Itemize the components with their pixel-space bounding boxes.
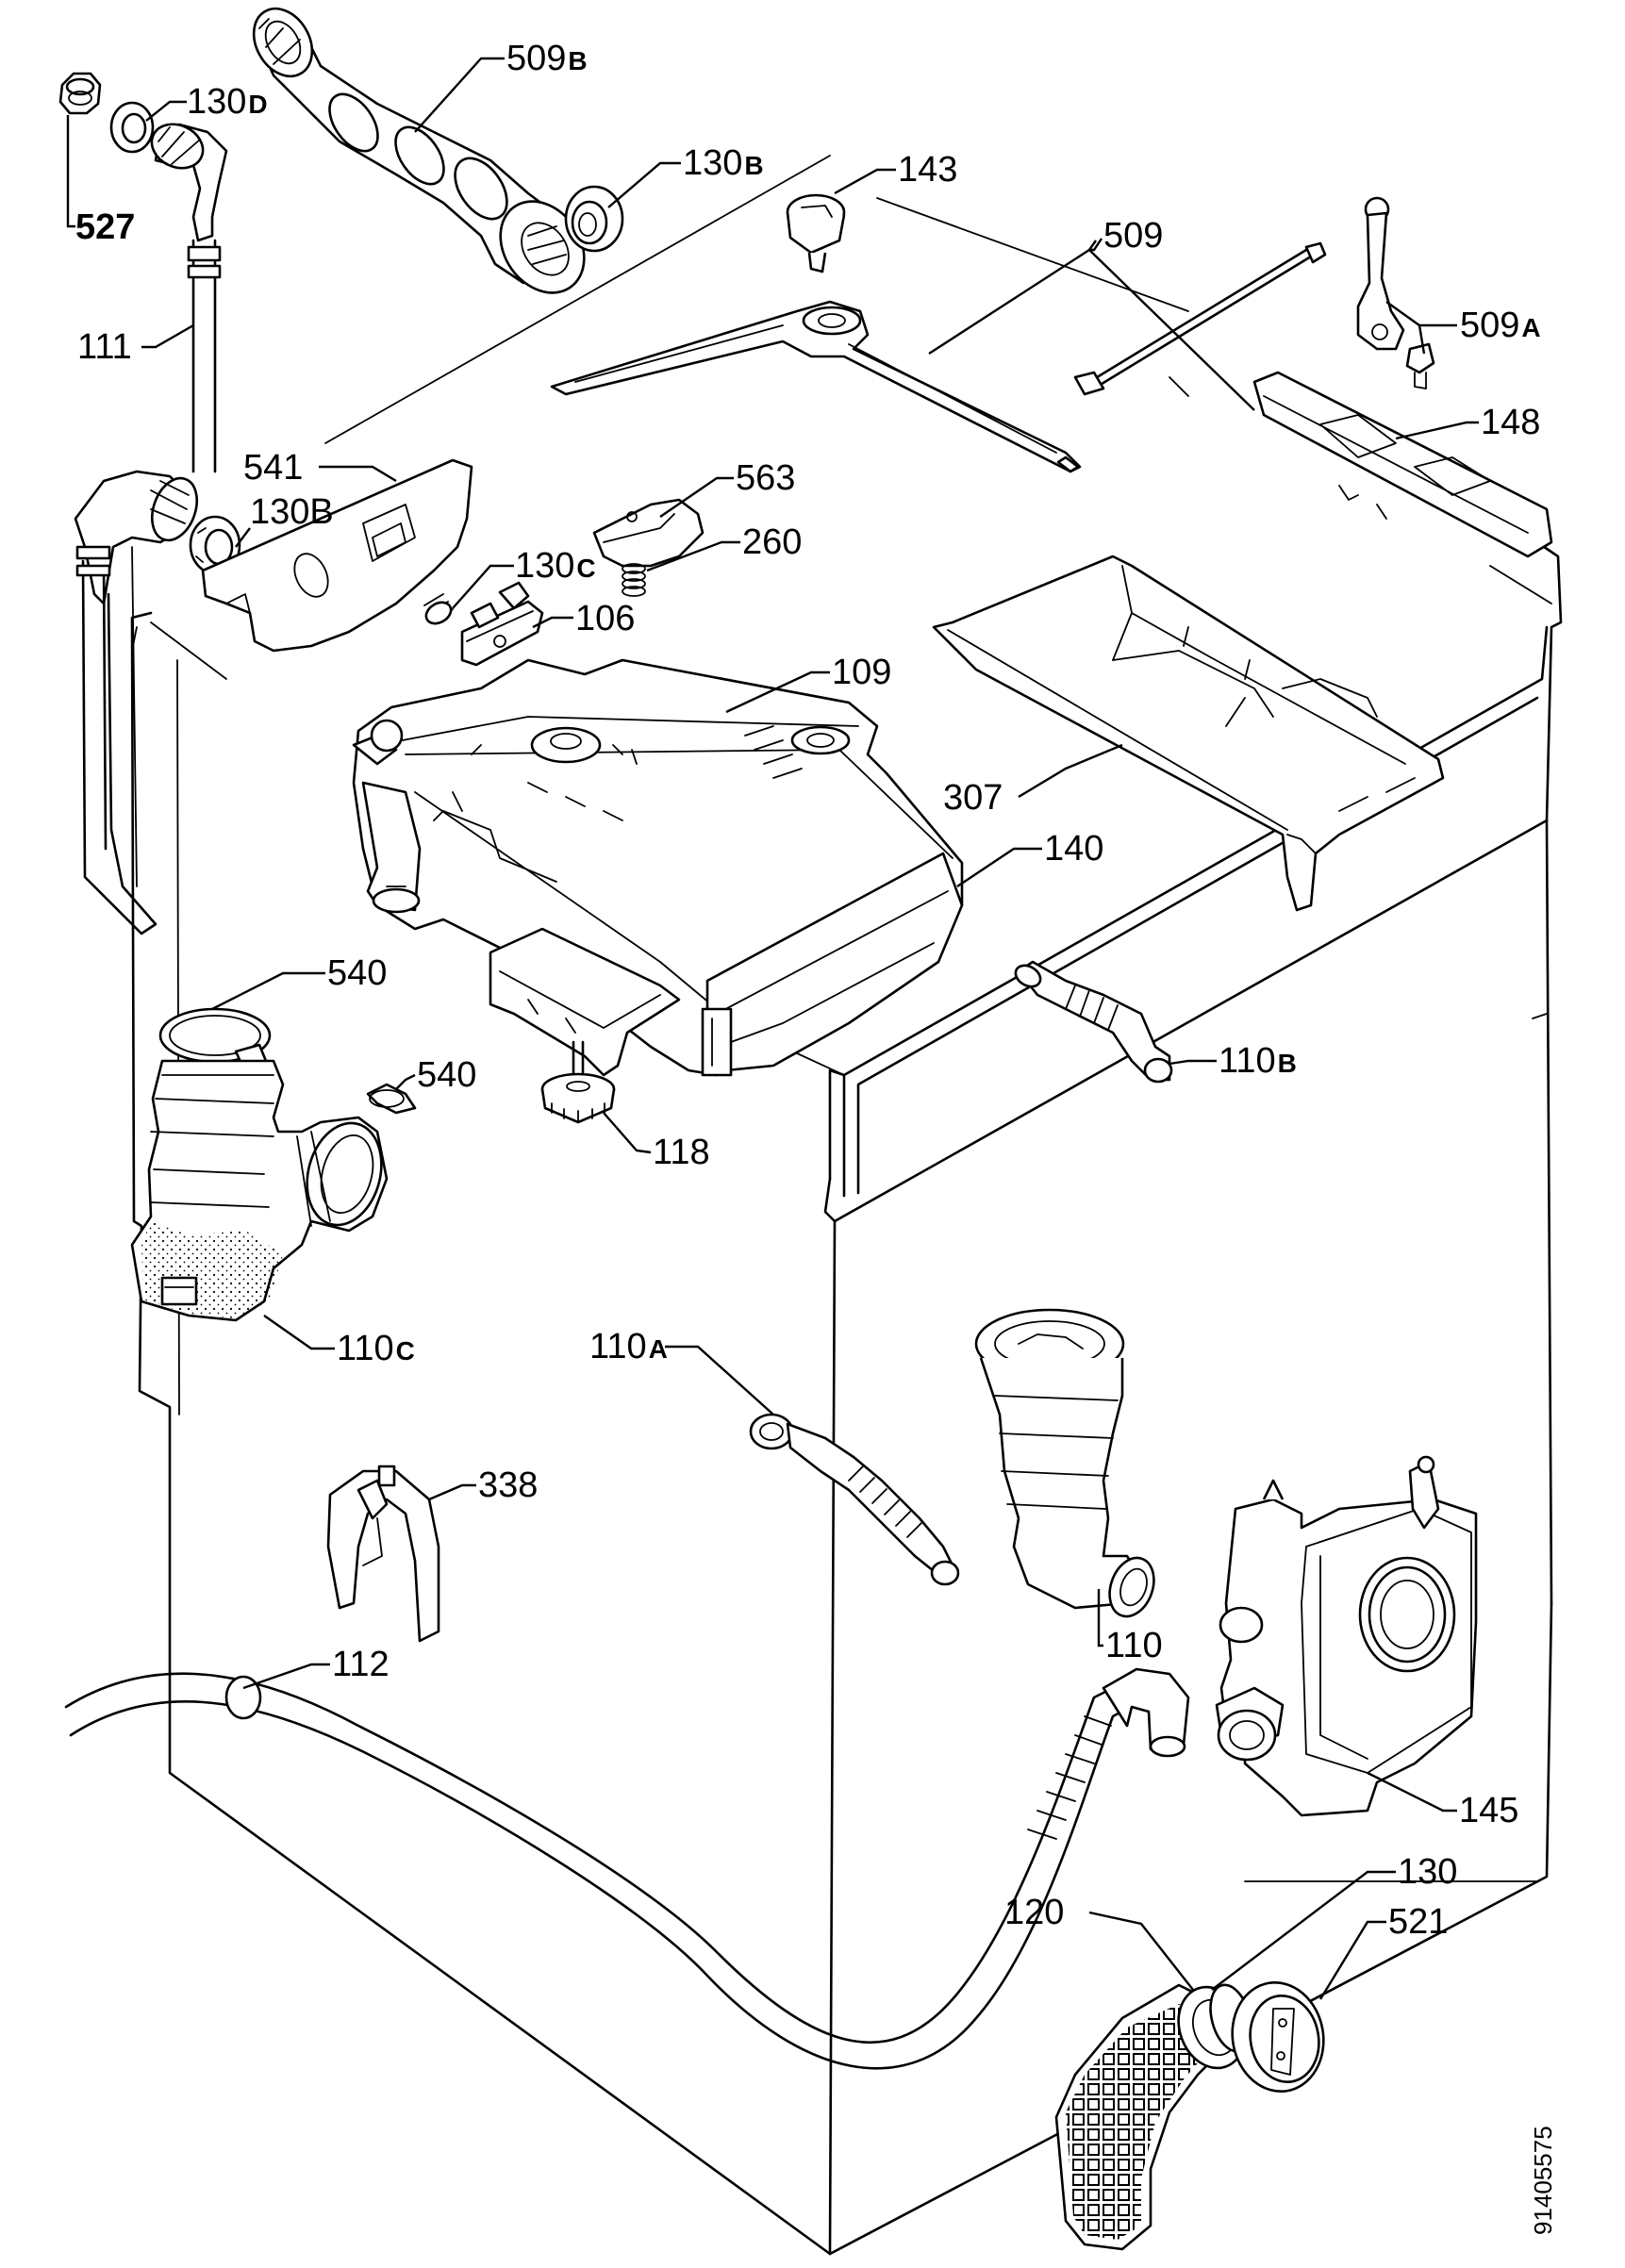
clip-338 [326, 1465, 440, 1643]
lever-509a [1356, 196, 1435, 389]
callout-110: 110 [1105, 1626, 1163, 1665]
gear-118 [540, 1040, 616, 1124]
callout-527: 527 [75, 207, 135, 247]
callout-260: 260 [742, 522, 802, 562]
callout-143: 143 [898, 150, 957, 190]
washer-130b-mid [189, 515, 241, 575]
drawer-307 [932, 555, 1445, 912]
bellows-110 [974, 1308, 1155, 1618]
spring-130c [423, 593, 454, 625]
rod-509 [1073, 241, 1327, 396]
callout-521: 521 [1388, 1902, 1448, 1942]
callout-130d: 130D [187, 82, 268, 122]
callout-541: 541 [243, 448, 303, 488]
knob-143 [786, 193, 846, 273]
nut-527 [58, 72, 102, 115]
callout-130: 130 [1398, 1852, 1457, 1892]
callout-106: 106 [575, 599, 635, 638]
callout-338: 338 [478, 1465, 538, 1505]
pump-housing-145 [1215, 1455, 1478, 1817]
bracket-148 [1252, 371, 1553, 558]
dispenser-housing-109 [352, 658, 964, 1077]
callout-509: 509 [1103, 216, 1163, 256]
hose-110a [749, 1413, 960, 1586]
callout-509a: 509A [1460, 306, 1541, 345]
callout-109: 109 [832, 653, 891, 692]
callout-110c: 110C [337, 1329, 415, 1368]
callout-540-top: 540 [327, 953, 387, 993]
panel-541 [201, 458, 473, 653]
callout-130b-top: 130B [683, 143, 764, 183]
callout-540-side: 540 [417, 1055, 476, 1095]
callout-145: 145 [1459, 1791, 1518, 1830]
inlet-hose-111 [74, 123, 228, 935]
callout-140: 140 [1044, 829, 1103, 869]
callout-118: 118 [653, 1133, 710, 1172]
clamp-540-top [158, 1007, 272, 1069]
cap-521 [1231, 1980, 1325, 2094]
callout-307: 307 [943, 778, 1003, 818]
callout-120: 120 [1004, 1893, 1064, 1932]
drain-hose-112 [64, 1667, 1190, 2070]
callout-509b: 509B [506, 39, 588, 78]
callout-148: 148 [1481, 403, 1540, 442]
hose-110b [1014, 960, 1173, 1084]
valve-106 [460, 581, 544, 667]
callout-563: 563 [736, 458, 795, 498]
callout-110b: 110B [1219, 1041, 1297, 1081]
cover-563 [592, 498, 705, 568]
callout-112: 112 [332, 1645, 390, 1684]
inlet-pipe-509b [252, 7, 586, 294]
callout-labels: 527 130D 509B 130B 143 509 509A 111 148 … [75, 39, 1557, 2235]
callout-130c: 130C [515, 546, 596, 586]
clamp-540-side [366, 1083, 417, 1115]
washer-130d [109, 101, 155, 154]
washer-130b-top [564, 185, 624, 253]
spring-260 [622, 563, 646, 597]
callout-111: 111 [77, 327, 132, 367]
callout-110a: 110A [589, 1327, 668, 1366]
lever-509 [550, 300, 1082, 473]
callout-130b-mid: 130B [250, 492, 334, 532]
bellows-110c [130, 1059, 389, 1322]
document-number: 91405575 [1529, 2126, 1557, 2235]
leader-lines [66, 57, 1479, 2000]
